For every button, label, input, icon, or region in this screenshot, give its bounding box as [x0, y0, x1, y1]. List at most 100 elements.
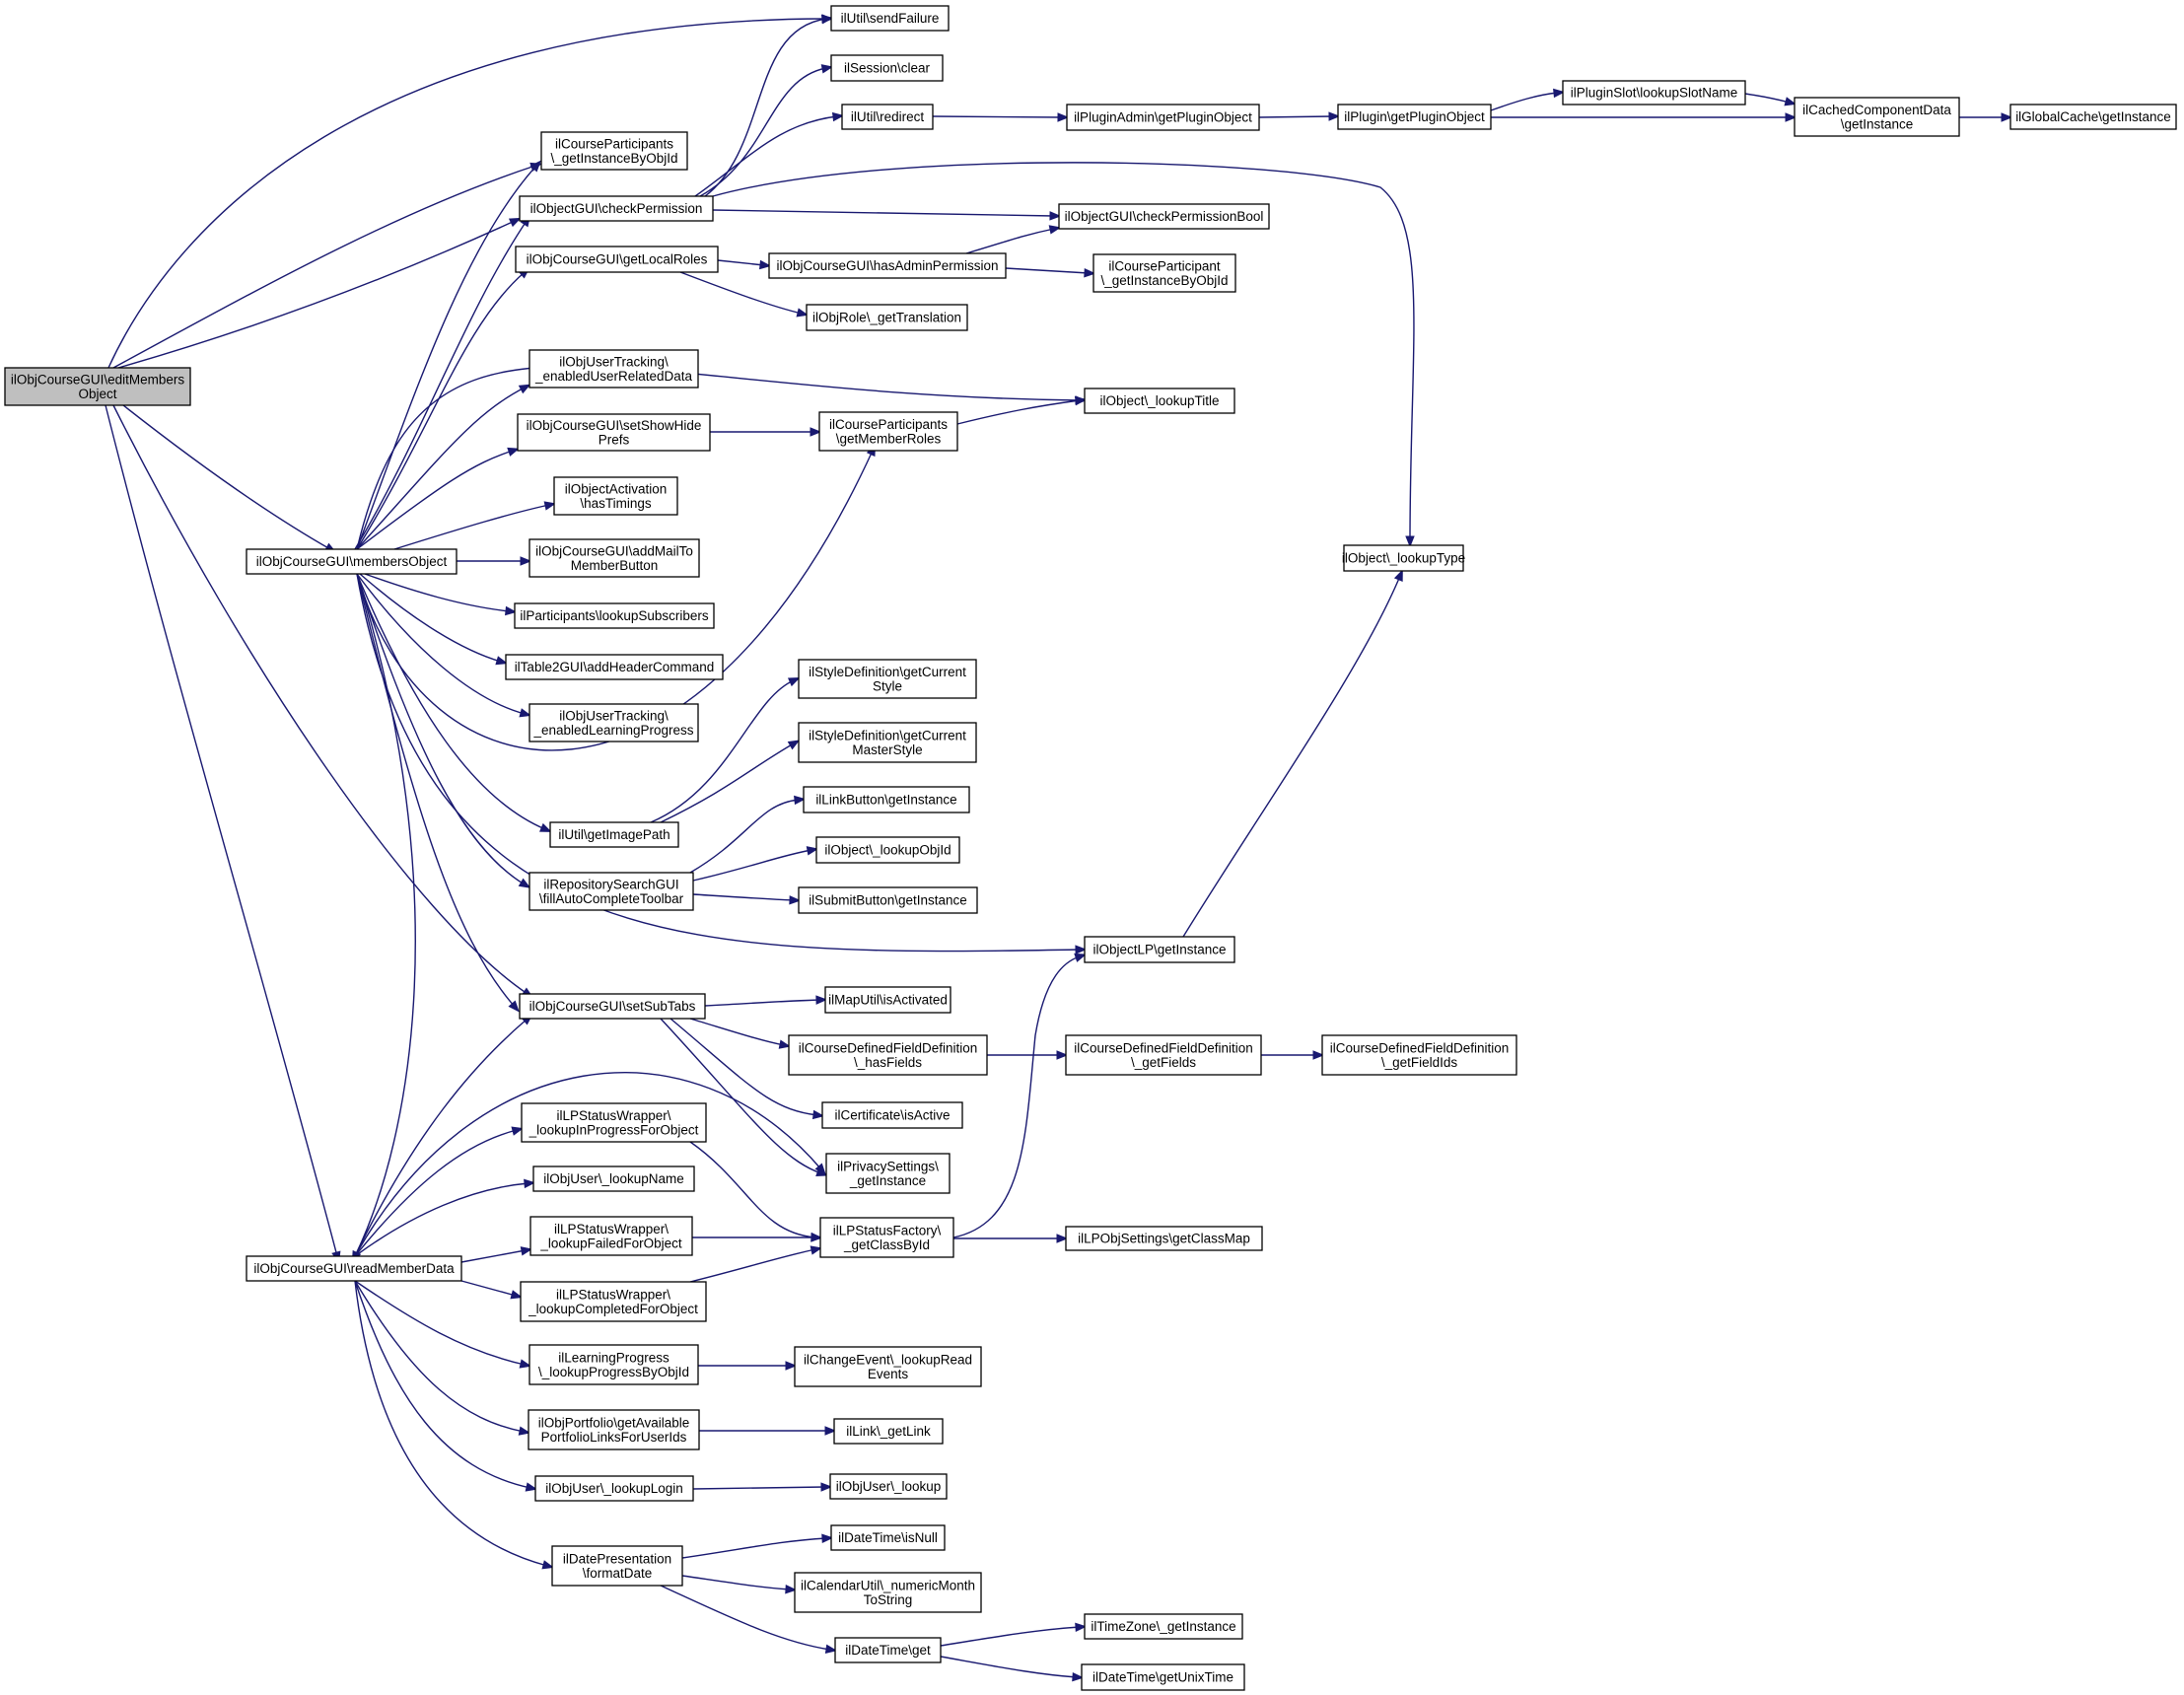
- node-label: ilCalendarUtil\_numericMonth: [801, 1578, 975, 1592]
- node-lookupInProgress[interactable]: ilLPStatusWrapper\_lookupInProgressForOb…: [521, 1102, 707, 1143]
- node-lookupFailed[interactable]: ilLPStatusWrapper\_lookupFailedForObject: [529, 1216, 693, 1256]
- node-getPluginObject[interactable]: ilPlugin\getPluginObject: [1337, 104, 1492, 130]
- node-getLink[interactable]: ilLink\_getLink: [833, 1418, 944, 1445]
- node-label: ilDateTime\getUnixTime: [1092, 1670, 1233, 1685]
- node-label: ilUtil\redirect: [851, 109, 925, 124]
- node-label: ilLPStatusWrapper\: [554, 1222, 669, 1236]
- node-addHeaderCommand[interactable]: ilTable2GUI\addHeaderCommand: [505, 654, 724, 680]
- node-box: [551, 1545, 683, 1587]
- node-objUserLookup[interactable]: ilObjUser\_lookup: [829, 1473, 948, 1500]
- node-label: ilObjCourseGUI\readMemberData: [253, 1261, 455, 1276]
- node-enabledLearningProgress[interactable]: ilObjUserTracking\_enabledLearningProgre…: [528, 703, 699, 742]
- node-lookupSlotName[interactable]: ilPluginSlot\lookupSlotName: [1562, 80, 1746, 106]
- edge-learningProgress-to-changeEvent: [698, 1361, 798, 1371]
- node-box: [2009, 104, 2177, 130]
- node-timeZone[interactable]: ilTimeZone\_getInstance: [1084, 1613, 1243, 1640]
- edge-checkPermission-to-checkPermissionBool: [712, 209, 1062, 221]
- edge-getPluginObject-to-cachedComponentData: [1491, 112, 1797, 122]
- node-label: ilObjRole\_getTranslation: [812, 311, 961, 325]
- node-lookupObjId[interactable]: ilObject\_lookupObjId: [815, 836, 960, 864]
- node-courseParticipantsGetInstanceByObjId[interactable]: ilCourseParticipants\_getInstanceByObjId: [540, 131, 688, 171]
- node-box: [528, 872, 694, 911]
- node-box: [821, 1101, 963, 1129]
- node-hasFields[interactable]: ilCourseDefinedFieldDefinition\_hasField…: [788, 1034, 988, 1076]
- node-objectLP[interactable]: ilObjectLP\getInstance: [1084, 936, 1235, 963]
- node-learningProgress[interactable]: ilLearningProgress\_lookupProgressByObjI…: [528, 1344, 699, 1385]
- node-getLocalRoles[interactable]: ilObjCourseGUI\getLocalRoles: [515, 246, 719, 273]
- node-box: [1066, 104, 1260, 131]
- node-lookupLogin[interactable]: ilObjUser\_lookupLogin: [534, 1475, 694, 1502]
- edge-lookupLogin-to-objUserLookup: [692, 1482, 833, 1492]
- node-box: [528, 1409, 700, 1450]
- node-getPluginObjectAdmin[interactable]: ilPluginAdmin\getPluginObject: [1066, 104, 1260, 131]
- node-lookupType[interactable]: ilObject\_lookupType: [1342, 544, 1465, 572]
- node-enabledUserRelatedData[interactable]: ilObjUserTracking\_enabledUserRelatedDat…: [528, 349, 699, 388]
- node-formatDate[interactable]: ilDatePresentation\formatDate: [551, 1545, 683, 1587]
- node-objPortfolio[interactable]: ilObjPortfolio\getAvailablePortfolioLink…: [528, 1409, 700, 1450]
- node-label: ilCourseParticipants: [829, 417, 948, 432]
- node-label: ilSubmitButton\getInstance: [809, 893, 967, 908]
- node-lpStatusFactory[interactable]: ilLPStatusFactory\_getClassById: [819, 1217, 954, 1258]
- node-getTranslation[interactable]: ilObjRole\_getTranslation: [806, 304, 968, 331]
- node-checkPermissionBool[interactable]: ilObjectGUI\checkPermissionBool: [1058, 203, 1270, 230]
- node-hasTimings[interactable]: ilObjectActivation\hasTimings: [553, 476, 678, 516]
- node-mapUtil[interactable]: ilMapUtil\isActivated: [824, 986, 951, 1014]
- node-unixTime[interactable]: ilDateTime\getUnixTime: [1081, 1663, 1245, 1691]
- node-setSubTabs[interactable]: ilObjCourseGUI\setSubTabs: [519, 993, 706, 1020]
- node-lookupTitle[interactable]: ilObject\_lookupTitle: [1084, 388, 1235, 414]
- node-getImagePath[interactable]: ilUtil\getImagePath: [549, 821, 679, 848]
- node-dateGet[interactable]: ilDateTime\get: [834, 1637, 942, 1663]
- node-certificate[interactable]: ilCertificate\isActive: [821, 1101, 963, 1129]
- node-dateIsNull[interactable]: ilDateTime\isNull: [830, 1524, 946, 1551]
- node-box: [528, 1344, 699, 1385]
- node-label: ilObjectGUI\checkPermissionBool: [1065, 209, 1264, 224]
- node-lookupCompleted[interactable]: ilLPStatusWrapper\_lookupCompletedForObj…: [520, 1281, 707, 1322]
- node-cachedComponentData[interactable]: ilCachedComponentData\getInstance: [1794, 97, 1960, 137]
- node-label: ilDateTime\get: [845, 1643, 931, 1658]
- node-box: [520, 1281, 707, 1322]
- node-lookupName[interactable]: ilObjUser\_lookupName: [532, 1165, 695, 1192]
- node-membersObject[interactable]: ilObjCourseGUI\membersObject: [246, 548, 458, 575]
- node-lpObjSettings[interactable]: ilLPObjSettings\getClassMap: [1065, 1226, 1263, 1251]
- node-label: \_getInstanceByObjId: [550, 151, 677, 166]
- node-box: [833, 1418, 944, 1445]
- edge-setShowHidePrefs-to-getMemberRoles: [710, 427, 822, 437]
- node-box: [825, 1153, 951, 1194]
- node-lookupSubscribers[interactable]: ilParticipants\lookupSubscribers: [514, 602, 715, 629]
- node-box: [246, 548, 458, 575]
- edge-membersObject-to-hasTimings: [393, 501, 557, 550]
- node-label: _getInstance: [849, 1173, 926, 1188]
- node-readMemberData[interactable]: ilObjCourseGUI\readMemberData: [246, 1255, 462, 1282]
- edge-setSubTabs-to-privacySettings: [660, 1018, 828, 1176]
- node-privacySettings[interactable]: ilPrivacySettings\_getInstance: [825, 1153, 951, 1194]
- node-hasAdminPermission[interactable]: ilObjCourseGUI\hasAdminPermission: [768, 252, 1007, 279]
- node-submitButton[interactable]: ilSubmitButton\getInstance: [798, 886, 978, 914]
- node-fillAutoCompleteToolbar[interactable]: ilRepositorySearchGUI\fillAutoCompleteTo…: [528, 872, 694, 911]
- edge-objectLP-to-lookupType: [1182, 569, 1403, 938]
- node-label: _getClassById: [843, 1237, 930, 1252]
- edge-readMemberData-to-objPortfolio: [354, 1280, 531, 1436]
- node-getFieldIds[interactable]: ilCourseDefinedFieldDefinition\_getField…: [1321, 1034, 1517, 1076]
- edge-readMemberData-to-lookupInProgress: [354, 1126, 525, 1257]
- edge-formatDate-to-dateGet: [660, 1585, 838, 1654]
- node-getFields[interactable]: ilCourseDefinedFieldDefinition\_getField…: [1065, 1034, 1262, 1076]
- node-linkButton[interactable]: ilLinkButton\getInstance: [803, 786, 970, 813]
- node-checkPermission[interactable]: ilObjectGUI\checkPermission: [519, 195, 714, 222]
- node-getMemberRoles[interactable]: ilCourseParticipants\getMemberRoles: [818, 411, 958, 452]
- node-courseParticipantGetInstance[interactable]: ilCourseParticipant\_getInstanceByObjId: [1092, 253, 1236, 293]
- edge-checkPermission-to-sendFailure: [704, 14, 834, 197]
- node-globalCache[interactable]: ilGlobalCache\getInstance: [2009, 104, 2177, 130]
- node-sendFailure[interactable]: ilUtil\sendFailure: [830, 5, 950, 32]
- node-redirect[interactable]: ilUtil\redirect: [841, 104, 934, 130]
- node-label: ilObject\_lookupTitle: [1099, 393, 1219, 408]
- node-label: ilObjCourseGUI\setShowHide: [527, 418, 702, 433]
- node-label: ilCourseDefinedFieldDefinition: [1330, 1040, 1510, 1055]
- node-sessionClear[interactable]: ilSession\clear: [830, 54, 944, 82]
